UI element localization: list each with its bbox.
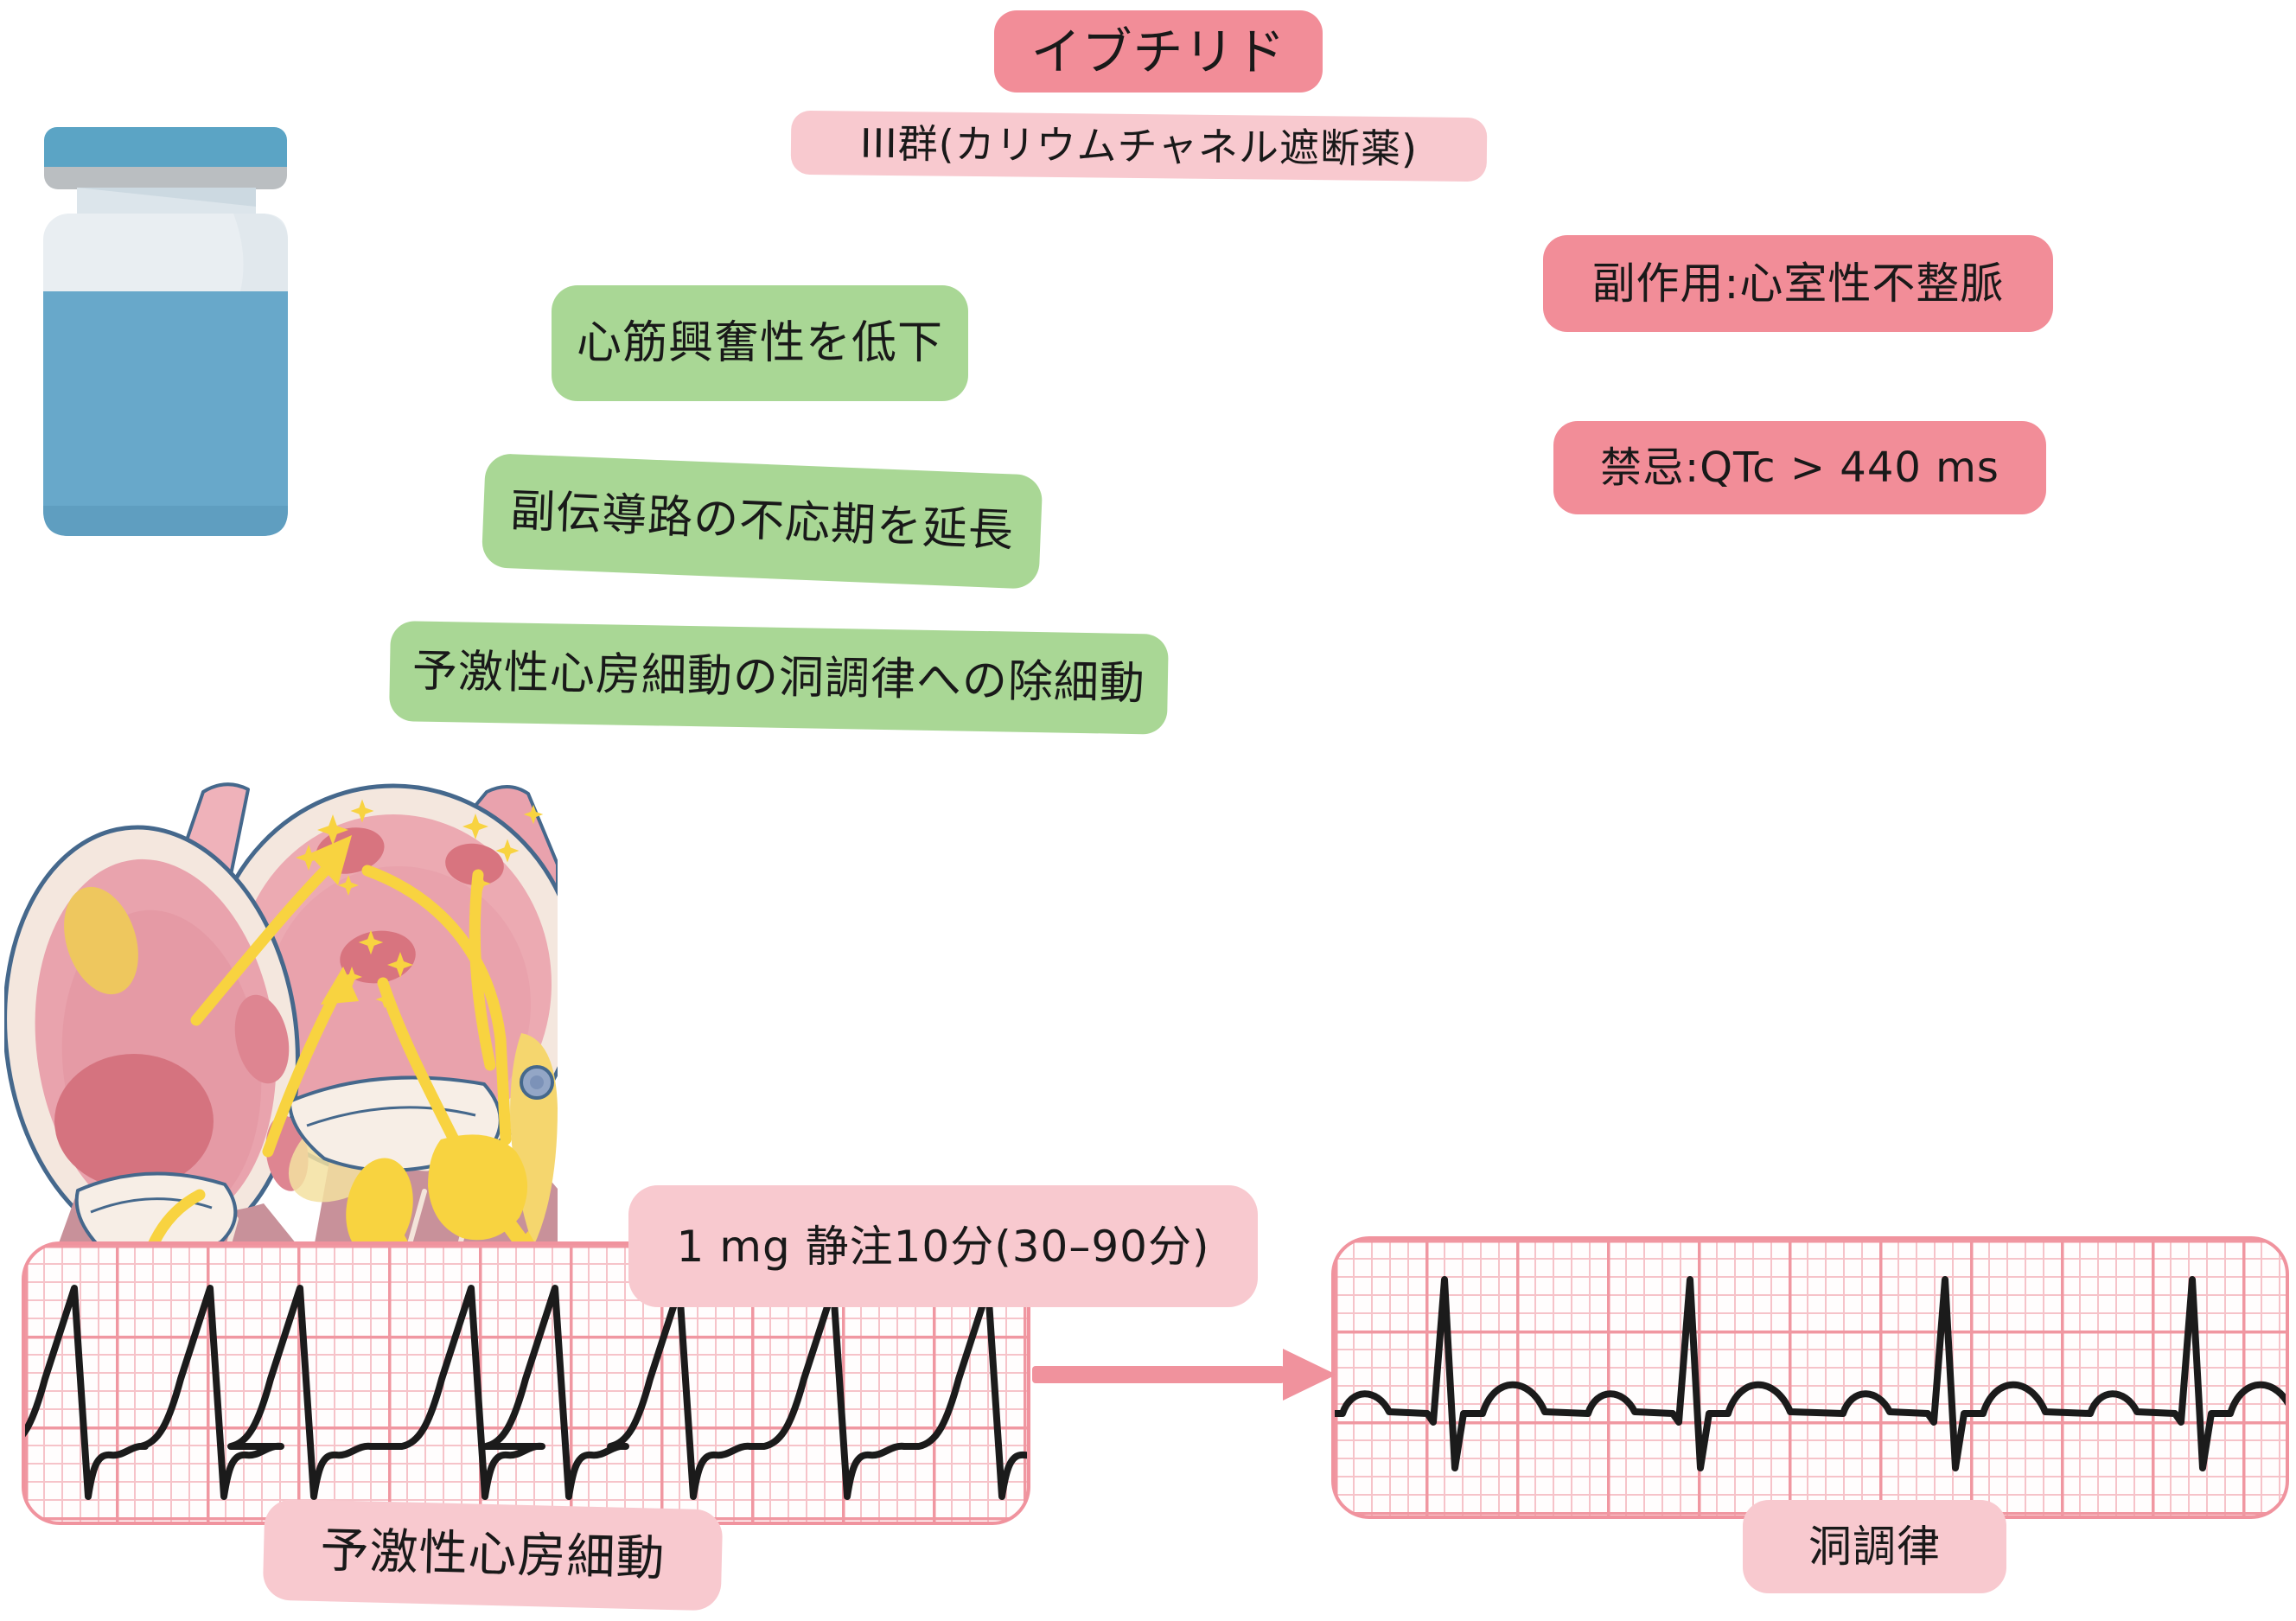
medication-vial-icon	[43, 127, 288, 536]
drug-class-badge: III群(カリウムチャネル遮断薬)	[790, 110, 1488, 182]
ecg-left-label-badge: 予激性心房細動	[262, 1498, 724, 1611]
effect-defibrillation-badge: 予激性心房細動の洞調律への除細動	[388, 621, 1169, 735]
heart-cross-section-illustration	[4, 782, 558, 1262]
effect-accessory-pathway-badge: 副伝導路の不応期を延長	[481, 453, 1043, 590]
vial-neck	[77, 188, 256, 217]
effect-myocardial-badge: 心筋興奮性を低下	[552, 285, 968, 401]
ecg-trace-right	[1335, 1276, 2286, 1471]
coronary-sinus-center	[530, 1075, 544, 1089]
fibrillation-pathways	[141, 857, 512, 1262]
sa-node	[64, 886, 138, 995]
ecg-strip-sinus-rhythm	[1331, 1236, 2289, 1519]
drug-title-badge: イブチリド	[994, 10, 1323, 93]
pathway-arrowheads	[309, 835, 359, 1005]
right-arrow-icon	[1032, 1349, 1336, 1401]
ecg-right-label-badge: 洞調律	[1743, 1500, 2006, 1593]
ecg-trace-left	[25, 1285, 1027, 1500]
vial-cap	[44, 127, 287, 189]
contraindication-badge: 禁忌:QTc > 440 ms	[1553, 421, 2046, 514]
vial-body	[43, 214, 288, 536]
dose-badge: 1 mg 静注10分(30–90分)	[628, 1185, 1258, 1307]
side-effect-badge: 副作用:心室性不整脈	[1543, 235, 2053, 332]
